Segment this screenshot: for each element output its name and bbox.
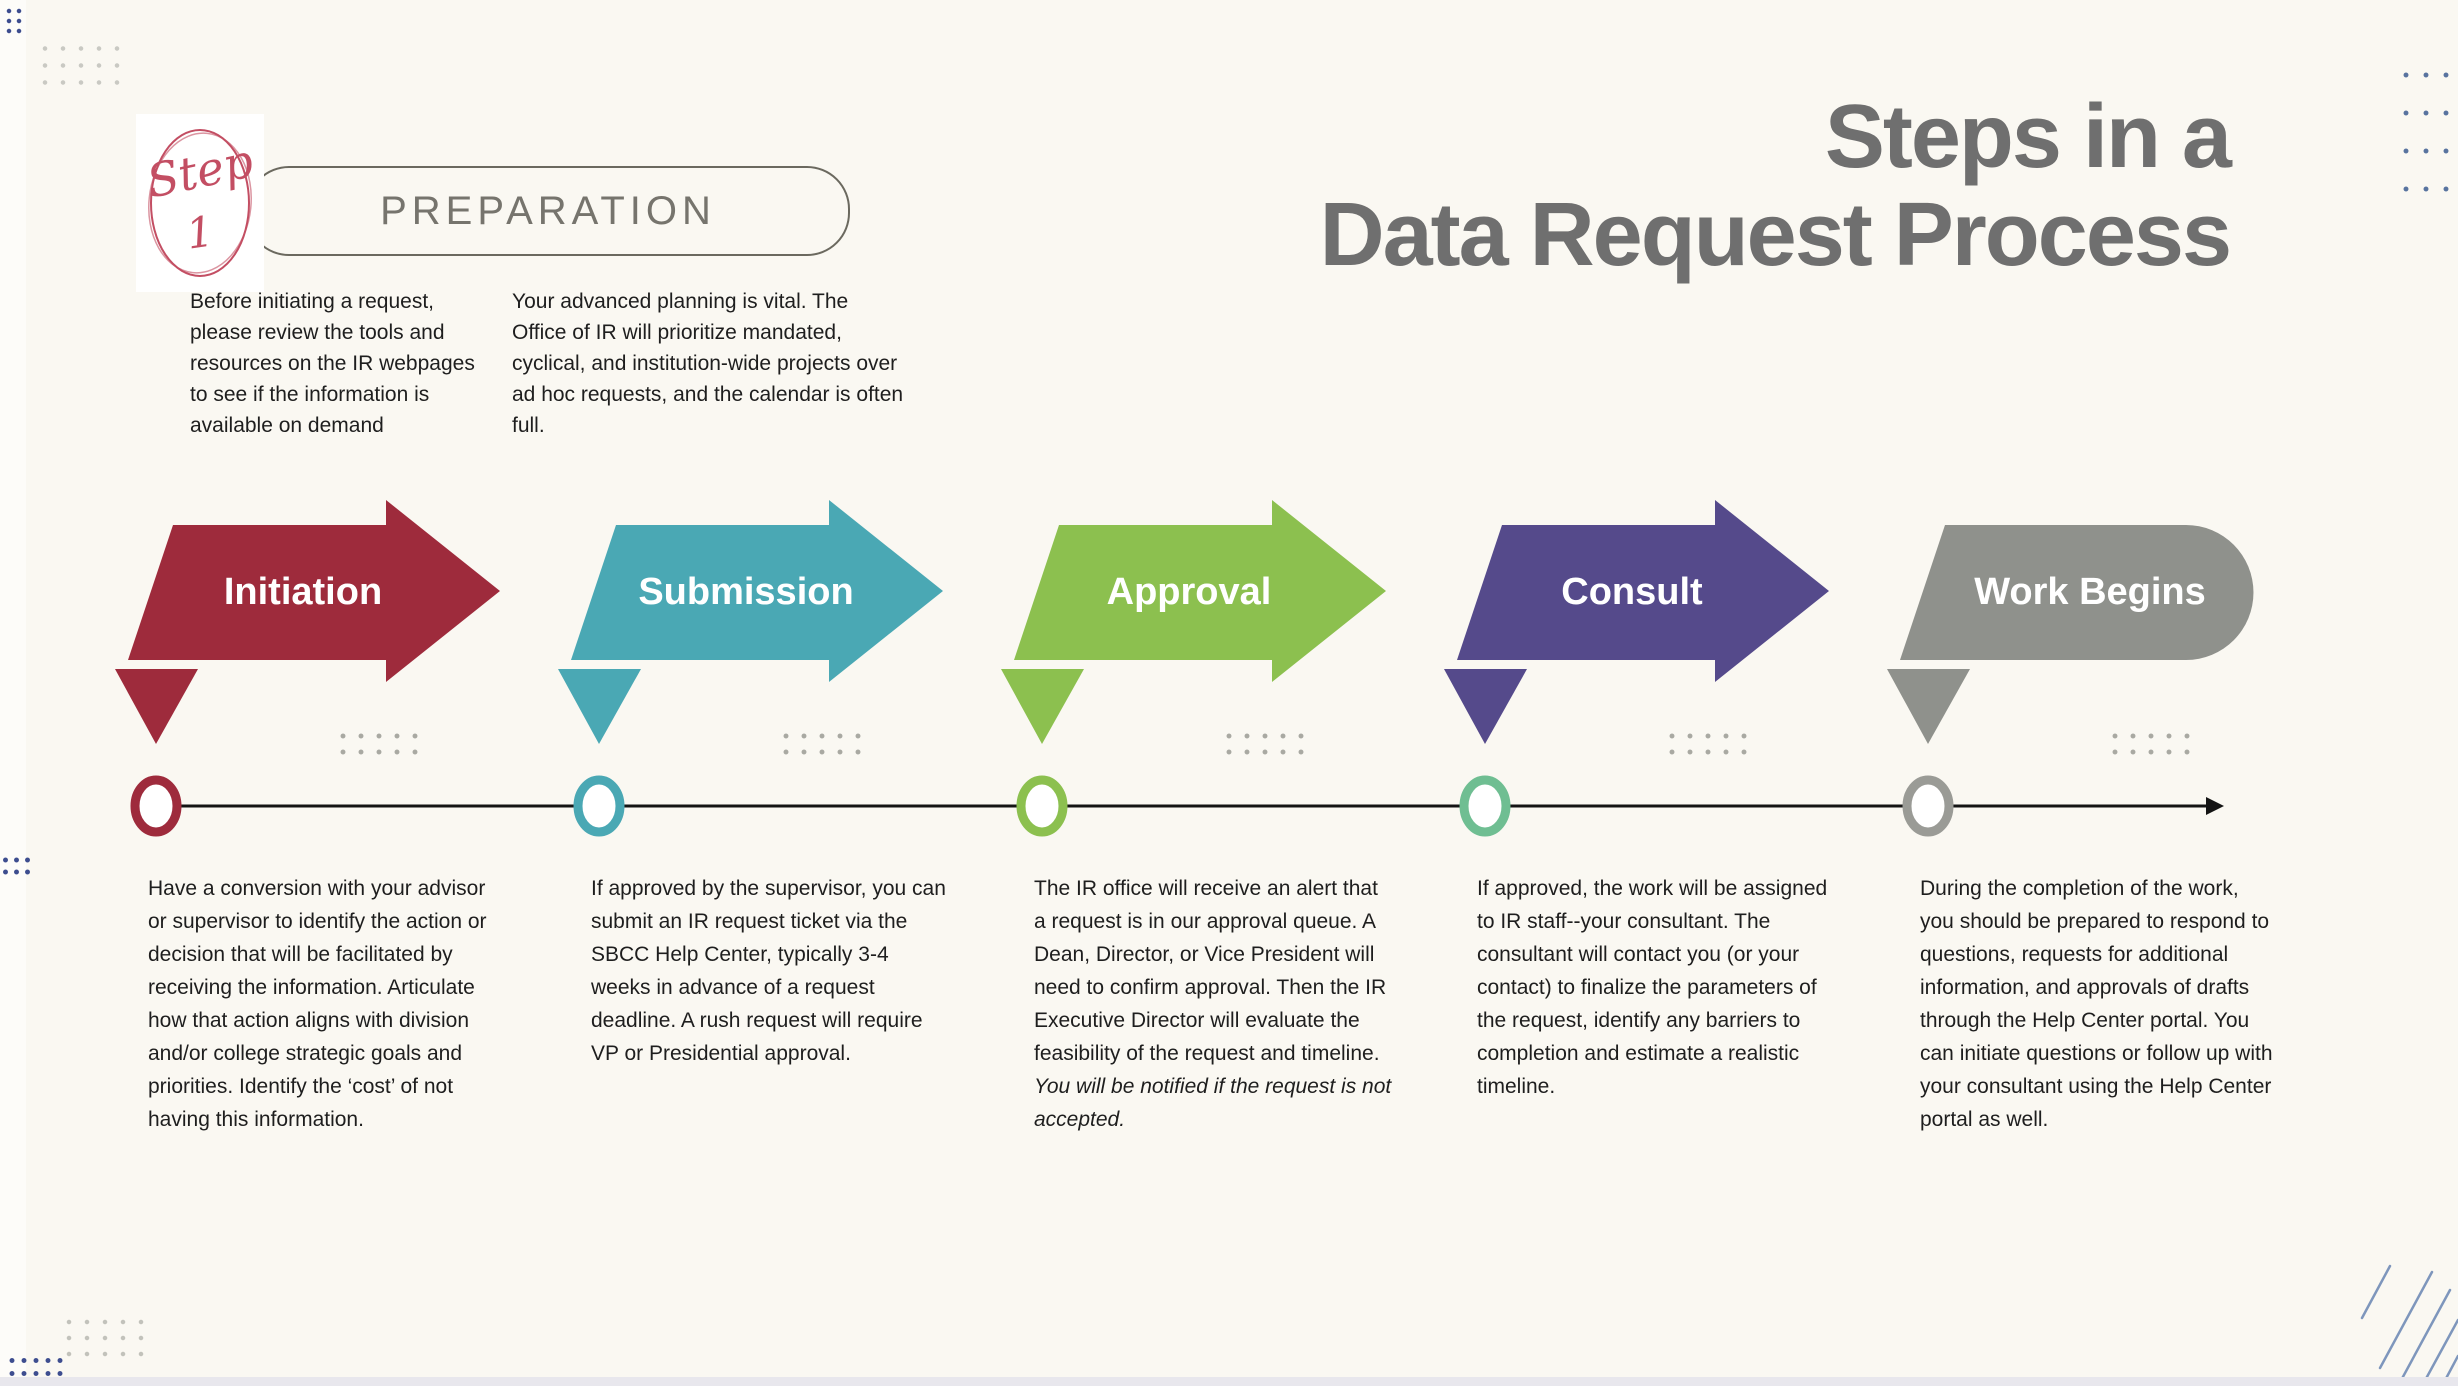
step-arrow-initiation: Initiation	[115, 500, 500, 744]
step-label: Submission	[638, 571, 853, 613]
dots-decoration-mid-left	[0, 854, 33, 879]
step-description-consult: If approved, the work will be assigned t…	[1477, 872, 1835, 1103]
dots-decoration-timeline-1	[334, 728, 423, 762]
page-title-line1: Steps in a	[1824, 87, 2232, 187]
arrow-shape	[1014, 500, 1386, 682]
arrow-shape	[1457, 500, 1829, 682]
page-title-line2: Data Request Process	[1319, 185, 2232, 285]
timeline-node-consult	[1459, 775, 1511, 837]
description-text: During the completion of the work, you s…	[1920, 877, 2273, 1131]
preparation-pill-label: PREPARATION	[380, 188, 716, 233]
bottom-edge-strip	[0, 1377, 2458, 1386]
description-text: If approved by the supervisor, you can s…	[591, 877, 946, 1065]
dots-decoration-timeline-3	[1220, 728, 1309, 762]
timeline-node-submission	[573, 775, 625, 837]
arrow-pointer-triangle	[115, 669, 198, 744]
step-shape-work-begins: Work Begins	[1887, 525, 2254, 744]
dots-decoration-top-right	[2396, 56, 2458, 208]
arrow-pointer-triangle	[1887, 669, 1970, 744]
arrow-shape	[128, 500, 500, 682]
step-arrow-consult: Consult	[1444, 500, 1829, 744]
step-description-work-begins: During the completion of the work, you s…	[1920, 872, 2278, 1136]
diagonal-line	[2396, 1288, 2452, 1386]
dots-decoration-timeline-5	[2106, 728, 2195, 762]
sketch-ellipse-inner	[148, 132, 252, 274]
step-label: Initiation	[224, 571, 382, 613]
dots-decoration-bottom-left-gray	[60, 1314, 151, 1363]
step-description-submission: If approved by the supervisor, you can s…	[591, 872, 949, 1070]
diagonal-lines-decoration	[2360, 1264, 2458, 1386]
sketch-circle-icon	[148, 129, 252, 277]
step-description-initiation: Have a conversion with your advisor or s…	[148, 872, 506, 1136]
arrow-pointer-triangle	[558, 669, 641, 744]
step-description-approval: The IR office will receive an alert that…	[1034, 872, 1392, 1136]
diagonal-line	[2378, 1270, 2434, 1370]
preparation-pill: PREPARATION	[246, 166, 850, 256]
preparation-paragraph-2: Your advanced planning is vital. The Off…	[512, 290, 904, 437]
timeline-node-approval	[1016, 775, 1068, 837]
diagonal-line	[2420, 1318, 2458, 1386]
timeline-arrowhead-icon	[2206, 797, 2224, 815]
dots-decoration-timeline-4	[1663, 728, 1752, 762]
timeline-node-work-begins	[1902, 775, 1954, 837]
dots-decoration-top-left-corner	[4, 6, 25, 37]
step-label: Consult	[1561, 571, 1703, 613]
arrow-pointer-triangle	[1444, 669, 1527, 744]
timeline	[130, 775, 2224, 837]
step-1-badge: Step 1	[136, 114, 264, 292]
description-text: Have a conversion with your advisor or s…	[148, 877, 487, 1131]
step-label: Work Begins	[1974, 571, 2206, 613]
rounded-banner-shape	[1900, 525, 2254, 660]
description-text-italic: You will be notified if the request is n…	[1034, 1075, 1392, 1131]
step-label: Approval	[1107, 571, 1272, 613]
left-edge-strip	[0, 0, 26, 1386]
dots-decoration-top-left	[36, 40, 127, 94]
dots-decoration-timeline-2	[777, 728, 866, 762]
arrow-shape	[571, 500, 943, 682]
timeline-node-initiation	[130, 775, 182, 837]
sketch-ellipse-outer	[150, 129, 250, 277]
step-arrow-approval: Approval	[1001, 500, 1386, 744]
diagonal-line	[2360, 1264, 2392, 1320]
arrow-pointer-triangle	[1001, 669, 1084, 744]
dots-decoration-bottom-left-navy	[6, 1354, 67, 1381]
step-arrow-submission: Submission	[558, 500, 943, 744]
page-title: Steps in a Data Request Process	[1319, 87, 2232, 285]
preparation-paragraph-1: Before initiating a request, please revi…	[190, 290, 475, 437]
description-text: If approved, the work will be assigned t…	[1477, 877, 1828, 1098]
description-text: The IR office will receive an alert that…	[1034, 877, 1387, 1065]
